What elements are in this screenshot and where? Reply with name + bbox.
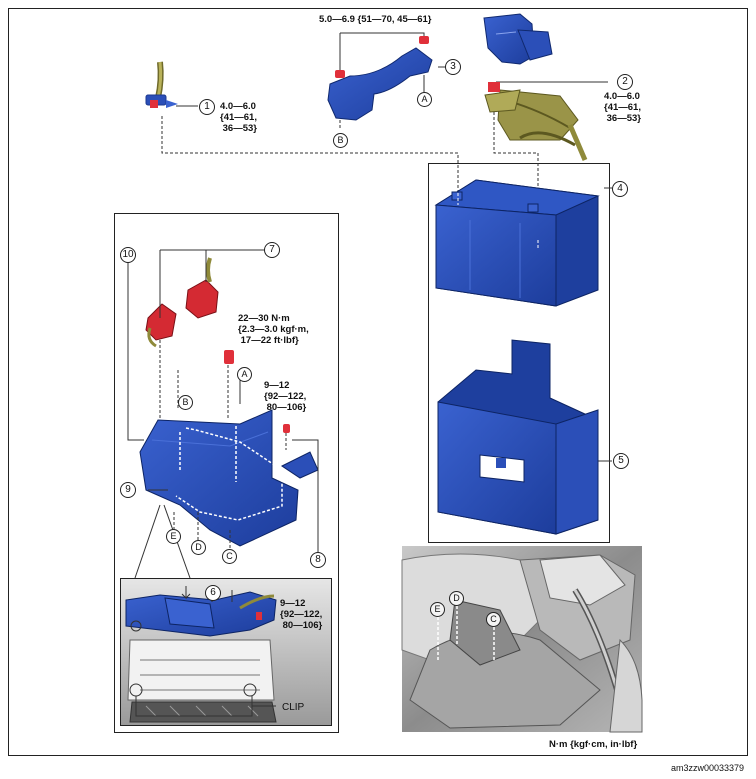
ref-letter-d-tray: D [191, 540, 206, 555]
ref-letter-b-top: B [333, 133, 348, 148]
ref-letter-a-tray: A [237, 367, 252, 382]
callout-1: 1 [199, 99, 215, 115]
ref-letter-e-tray: E [166, 529, 181, 544]
torque-spec-5: 9—12 {92—122, 80—106} [264, 380, 307, 413]
ref-letter-a-top: A [417, 92, 432, 107]
ref-letter-e-photo: E [430, 602, 445, 617]
torque-spec-4: 22—30 N·m {2.3—3.0 kgf·m, 17—22 ft·lbf} [238, 313, 309, 346]
battery-frame [428, 163, 610, 543]
battery-tray [139, 409, 319, 547]
callout-7: 7 [264, 242, 280, 258]
engine-bay-photo [401, 546, 643, 733]
ref-letter-c-tray: C [222, 549, 237, 564]
battery [434, 179, 600, 307]
battery-box [437, 339, 599, 535]
torque-spec-3: 5.0—6.9 {51—70, 45—61} [319, 14, 432, 25]
torque-spec-1: 4.0—6.0 {41—61, 36—53} [220, 101, 257, 134]
units-legend: N·m {kgf·cm, in·lbf} [549, 739, 638, 750]
ref-letter-d-photo: D [449, 591, 464, 606]
torque-spec-6: 9—12 {92—122, 80—106} [280, 598, 323, 631]
document-id: am3zzw00033379 [671, 763, 745, 773]
positive-battery-cable [484, 82, 588, 161]
terminal-connectors [145, 257, 290, 433]
negative-battery-cable [145, 61, 178, 108]
outer-frame [8, 8, 748, 756]
callout-2: 2 [617, 74, 633, 90]
positive-terminal-cover [483, 13, 553, 65]
callout-9: 9 [120, 482, 136, 498]
callout-4: 4 [612, 181, 628, 197]
battery-clamp-bracket [327, 36, 433, 121]
ref-letter-b-tray: B [178, 395, 193, 410]
callout-10: 10 [120, 247, 136, 263]
ref-letter-c-photo: C [486, 612, 501, 627]
clip-label: CLIP [282, 702, 305, 713]
torque-spec-2: 4.0—6.0 {41—61, 36—53} [604, 91, 641, 124]
callout-5: 5 [613, 453, 629, 469]
detail-inset-frame [120, 578, 332, 726]
callout-3: 3 [445, 59, 461, 75]
callout-8: 8 [310, 552, 326, 568]
callout-6: 6 [205, 585, 221, 601]
battery-tray-frame [114, 213, 339, 733]
detail-inset-illustration [121, 579, 331, 725]
